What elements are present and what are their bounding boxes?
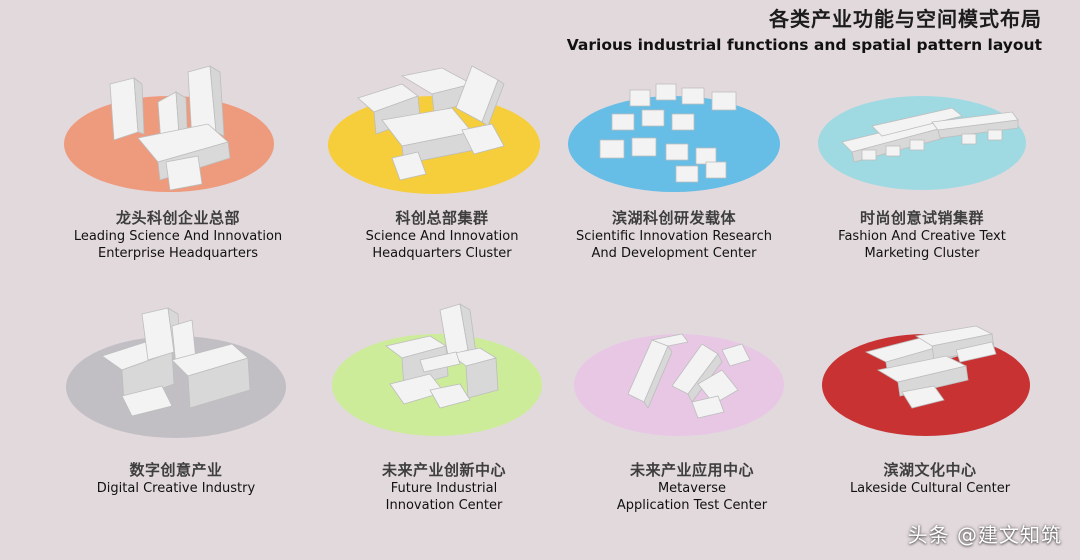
cluster-card-3: 滨湖科创研发载体 Scientific Innovation Research …	[566, 62, 806, 262]
title-block: 各类产业功能与空间模式布局 Various industrial functio…	[567, 6, 1042, 56]
cluster-2-name-cn: 科创总部集群	[395, 209, 489, 227]
page-title-en: Various industrial functions and spatial…	[566, 36, 1042, 54]
cluster-6-building-massing	[385, 303, 499, 409]
cluster-8-name-en-1: Lakeside Cultural Center	[849, 481, 1011, 496]
cluster-1-label: 龙头科创企业总部 Leading Science And Innovation …	[58, 208, 298, 262]
cluster-6-name-en-1: Future Industrial	[390, 481, 498, 496]
cluster-card-8: 滨湖文化中心 Lakeside Cultural Center	[816, 300, 1056, 510]
cluster-6-name-cn: 未来产业创新中心	[381, 461, 506, 479]
cluster-5-building-massing	[101, 307, 251, 417]
cluster-4-name-en-1: Fashion And Creative Text	[838, 229, 1006, 244]
cluster-2-name-en-1: Science And Innovation	[365, 229, 519, 244]
cluster-3-name-en-2: And Development Center	[591, 246, 757, 261]
cluster-1-building-massing	[109, 65, 231, 191]
cluster-7-name-cn: 未来产业应用中心	[629, 461, 754, 479]
cluster-7-name-en-2: Application Test Center	[616, 498, 768, 513]
cluster-3-building-massing	[599, 83, 737, 183]
cluster-card-4: 时尚创意试销集群 Fashion And Creative Text Marke…	[812, 62, 1052, 262]
cluster-card-5: 数字创意产业 Digital Creative Industry	[62, 300, 302, 510]
cluster-5-name-en-1: Digital Creative Industry	[96, 481, 256, 496]
cluster-card-2: 科创总部集群 Science And Innovation Headquarte…	[322, 62, 562, 262]
cluster-7-label: 未来产业应用中心 Metaverse Application Test Cent…	[572, 460, 812, 514]
cluster-6-name-en-2: Innovation Center	[385, 498, 503, 513]
cluster-3-name-cn: 滨湖科创研发载体	[611, 209, 736, 227]
cluster-7-building-massing	[627, 333, 751, 419]
cluster-8-name-cn: 滨湖文化中心	[883, 461, 977, 479]
page-title-cn: 各类产业功能与空间模式布局	[769, 7, 1042, 31]
cluster-8-label: 滨湖文化中心 Lakeside Cultural Center	[810, 460, 1050, 497]
cluster-2-building-massing	[357, 65, 505, 181]
cluster-1-name-en-2: Enterprise Headquarters	[97, 246, 258, 261]
cluster-4-name-cn: 时尚创意试销集群	[859, 209, 984, 227]
cluster-8-building-massing	[864, 325, 997, 409]
cluster-2-label: 科创总部集群 Science And Innovation Headquarte…	[322, 208, 562, 262]
cluster-3-name-en-1: Scientific Innovation Research	[575, 229, 772, 244]
cluster-4-name-en-2: Marketing Cluster	[864, 246, 980, 261]
cluster-5-label: 数字创意产业 Digital Creative Industry	[56, 460, 296, 497]
cluster-1-name-en-1: Leading Science And Innovation	[73, 229, 283, 244]
cluster-card-7: 未来产业应用中心 Metaverse Application Test Cent…	[572, 300, 812, 526]
cluster-card-1: 龙头科创企业总部 Leading Science And Innovation …	[58, 62, 298, 262]
cluster-6-label: 未来产业创新中心 Future Industrial Innovation Ce…	[324, 460, 564, 514]
cluster-3-label: 滨湖科创研发载体 Scientific Innovation Research …	[554, 208, 794, 262]
cluster-4-building-massing	[841, 107, 1019, 163]
cluster-card-6: 未来产业创新中心 Future Industrial Innovation Ce…	[330, 300, 570, 526]
cluster-1-name-cn: 龙头科创企业总部	[115, 209, 240, 227]
watermark: 头条 @建文知筑	[907, 523, 1062, 547]
cluster-4-label: 时尚创意试销集群 Fashion And Creative Text Marke…	[802, 208, 1042, 262]
cluster-5-name-cn: 数字创意产业	[129, 461, 223, 479]
cluster-7-name-en-1: Metaverse	[657, 481, 727, 496]
cluster-2-name-en-2: Headquarters Cluster	[372, 246, 512, 261]
